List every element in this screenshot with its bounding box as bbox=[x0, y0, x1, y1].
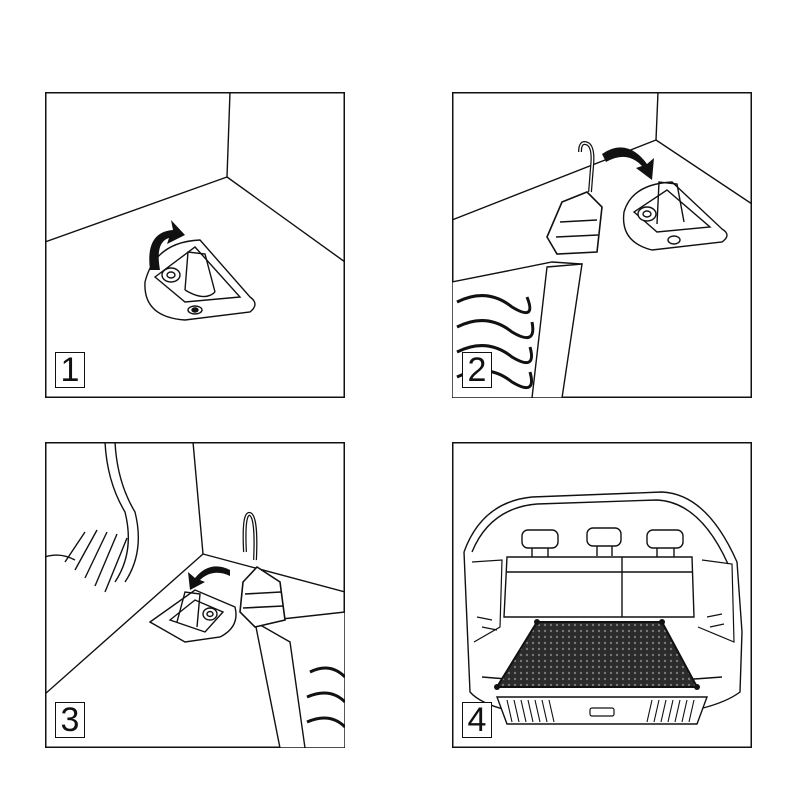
step-2-panel: 2 bbox=[452, 92, 752, 398]
trunk-side-wall-lines bbox=[45, 442, 345, 695]
attach-arrow-icon bbox=[188, 566, 230, 590]
step-4-panel: 4 bbox=[452, 442, 752, 748]
floor-anchor-icon bbox=[622, 181, 728, 251]
rear-seat-back bbox=[503, 556, 695, 618]
net-hook-icon bbox=[546, 141, 603, 255]
trunk-sill bbox=[495, 696, 709, 725]
net-hook-icon bbox=[239, 512, 286, 628]
cargo-net bbox=[494, 619, 700, 690]
step-number-label: 1 bbox=[55, 352, 85, 388]
lift-arrow-icon bbox=[149, 220, 185, 270]
step-number-label: 3 bbox=[55, 702, 85, 738]
floor-anchor-icon bbox=[144, 239, 256, 321]
step-number-label: 4 bbox=[462, 702, 492, 738]
cargo-net-mesh bbox=[306, 666, 345, 729]
attach-arrow-icon bbox=[602, 147, 654, 180]
step-3-panel: 3 bbox=[45, 442, 345, 748]
trunk-corner-lines bbox=[45, 92, 345, 263]
step-4-illustration bbox=[452, 442, 752, 748]
step-1-illustration bbox=[45, 92, 345, 398]
floor-anchor-icon bbox=[148, 589, 237, 643]
trunk-side-panels bbox=[471, 559, 735, 643]
step-3-illustration bbox=[45, 442, 345, 748]
step-1-panel: 1 bbox=[45, 92, 345, 398]
headrest-icons bbox=[521, 527, 684, 558]
step-number-label: 2 bbox=[462, 352, 492, 388]
cargo-net-strap bbox=[254, 611, 345, 748]
step-2-illustration bbox=[452, 92, 752, 398]
